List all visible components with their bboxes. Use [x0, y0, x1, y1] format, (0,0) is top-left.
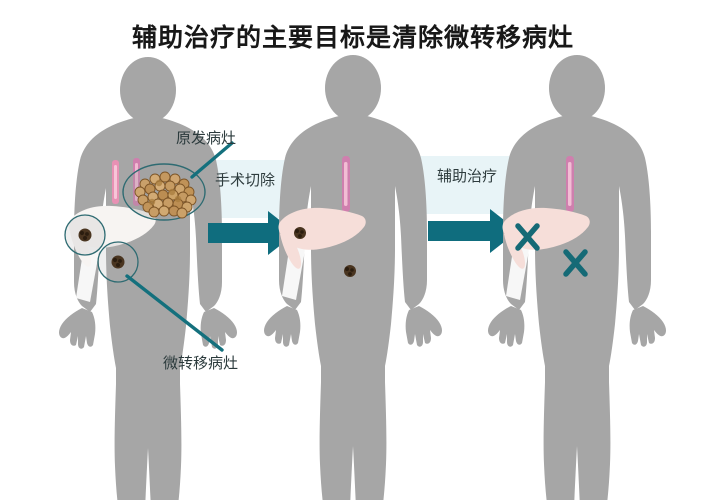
tube-structure-left: [112, 160, 119, 204]
tube-structure: [342, 156, 350, 212]
figure-1-before-treatment: [59, 57, 237, 500]
primary-lesion-label: 原发病灶: [176, 130, 237, 147]
surgery-arrow: [208, 211, 296, 255]
tumor-cell-cluster: [134, 171, 197, 219]
adjuvant-arrow: [428, 209, 518, 253]
micrometastasis-spot: [78, 228, 92, 242]
liver-x-mark: [515, 223, 540, 251]
surgery-step-label: 手术切除: [215, 172, 276, 189]
liver-micrometastasis-spot: [294, 227, 306, 239]
figure-3-after-adjuvant-therapy: [488, 55, 666, 500]
page-title: 辅助治疗的主要目标是清除微转移病灶: [131, 24, 574, 52]
primary-tumor-magnifier: [122, 163, 206, 221]
liver-micrometastasis-magnifier: [64, 214, 106, 256]
micrometastasis-leader-line: [125, 274, 224, 352]
abdomen-micrometastasis-spot: [344, 265, 356, 277]
micrometastasis-spot: [111, 255, 125, 269]
abdomen-micrometastasis-magnifier: [97, 241, 139, 283]
abdomen-x-mark: [563, 249, 588, 277]
tube-structure: [566, 156, 574, 212]
primary-lesion-leader-line: [190, 141, 234, 179]
adjuvant-step-label: 辅助治疗: [437, 168, 498, 185]
micrometastasis-label: 微转移病灶: [163, 355, 239, 372]
figure-2-after-surgery: [264, 55, 442, 500]
